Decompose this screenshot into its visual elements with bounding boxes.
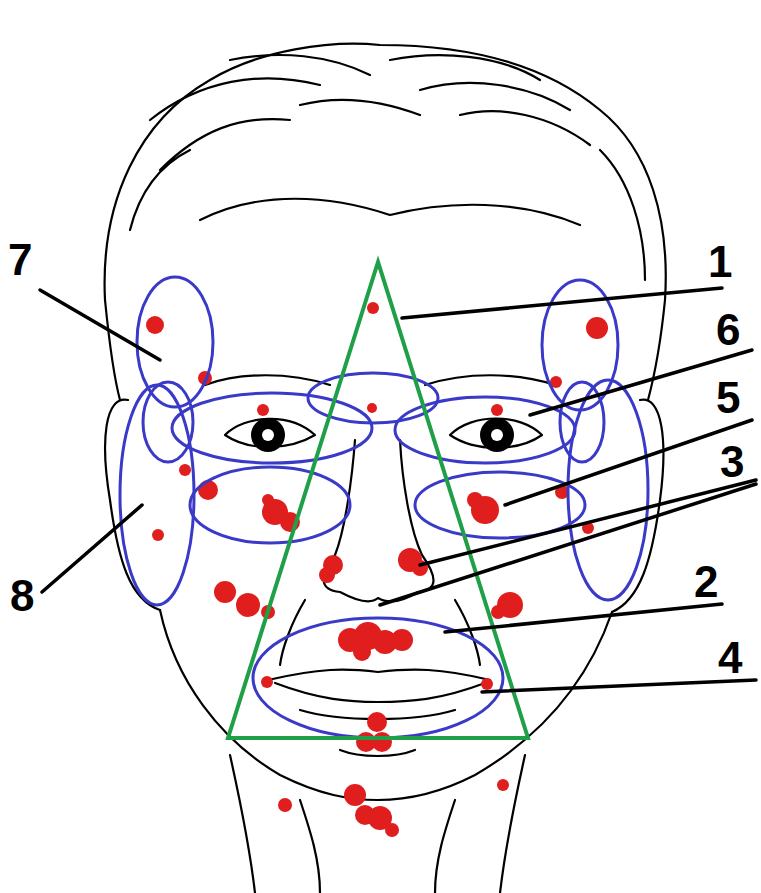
- callout-number: 4: [718, 636, 742, 680]
- callout-number: 3: [720, 440, 744, 484]
- callout-number: 2: [694, 560, 718, 604]
- callout-number: 7: [8, 238, 32, 282]
- callout-number: 5: [716, 376, 740, 420]
- callout-number: 8: [10, 574, 34, 618]
- callout-number: 1: [708, 240, 732, 284]
- callout-number: 6: [716, 308, 740, 352]
